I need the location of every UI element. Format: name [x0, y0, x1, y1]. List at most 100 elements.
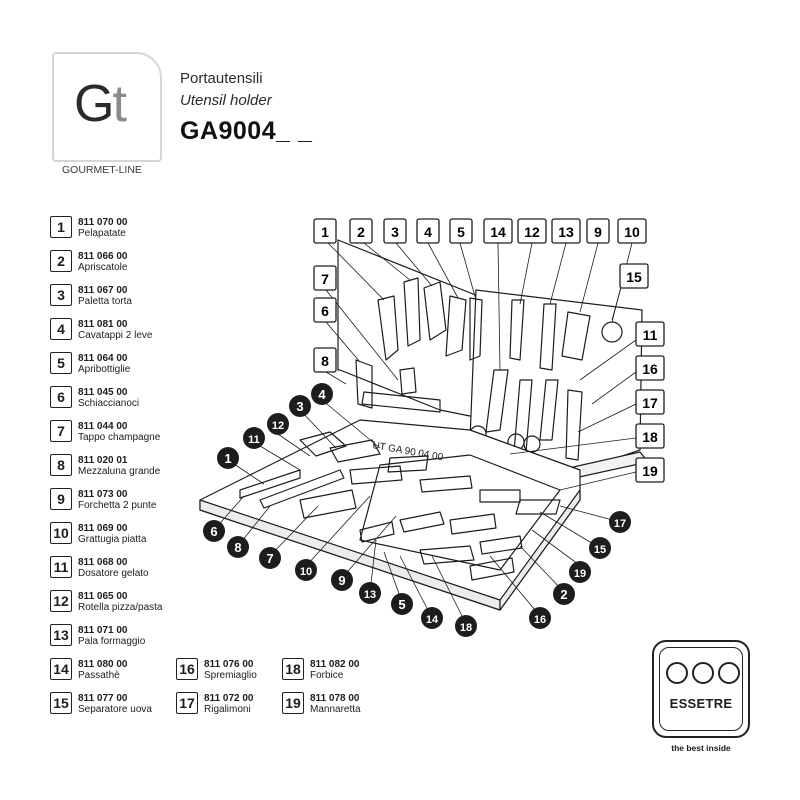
circle-callout-19: 19: [569, 561, 591, 583]
product-title-en: Utensil holder: [180, 92, 272, 109]
svg-text:16: 16: [642, 361, 658, 377]
svg-text:15: 15: [594, 544, 606, 556]
brand-line: GOURMET-LINE: [62, 164, 142, 176]
svg-text:6: 6: [321, 303, 329, 319]
svg-text:19: 19: [574, 568, 586, 580]
svg-text:15: 15: [626, 269, 642, 285]
callout-box-6: 6: [313, 297, 337, 323]
svg-text:19: 19: [642, 463, 658, 479]
lower-circle-callouts: 6 8 7 10 9 13 5 14 18 16 2 19 15 17: [203, 511, 631, 637]
circle-callout-14: 14: [421, 607, 443, 629]
upper-circle-callouts: 4 3 12 11 1: [217, 383, 333, 469]
callout-box-16: 16: [635, 355, 665, 381]
svg-text:7: 7: [321, 271, 329, 287]
svg-text:6: 6: [210, 524, 217, 539]
svg-text:11: 11: [248, 434, 260, 446]
svg-text:13: 13: [558, 224, 574, 240]
circle-callout-10: 10: [295, 559, 317, 581]
circle-callout-6: 6: [203, 520, 225, 542]
svg-text:3: 3: [296, 399, 303, 414]
callout-box-13: 13: [551, 218, 581, 244]
svg-text:17: 17: [614, 518, 626, 530]
svg-text:8: 8: [234, 540, 241, 555]
circle-callout-18: 18: [455, 615, 477, 637]
circle-callout-15: 15: [589, 537, 611, 559]
callout-box-7: 7: [313, 265, 337, 291]
circle-callout-2: 2: [553, 583, 575, 605]
svg-text:14: 14: [426, 614, 439, 626]
circle-callout-17: 17: [609, 511, 631, 533]
svg-text:9: 9: [594, 224, 602, 240]
circle-callout-12: 12: [267, 413, 289, 435]
circle-callout-3: 3: [289, 395, 311, 417]
svg-text:7: 7: [266, 551, 273, 566]
callout-box-9: 9: [586, 218, 610, 244]
callout-box-4: 4: [416, 218, 440, 244]
svg-text:5: 5: [457, 224, 465, 240]
circle-callout-13: 13: [359, 582, 381, 604]
right-callouts: 15 11 16 17 18 19: [619, 263, 665, 483]
circle-callout-11: 11: [243, 427, 265, 449]
callout-box-14: 14: [483, 218, 513, 244]
svg-text:17: 17: [642, 395, 658, 411]
product-code: GA9004_ _: [180, 117, 313, 145]
svg-text:2: 2: [357, 224, 365, 240]
essetre-circles-icon: [666, 662, 740, 684]
svg-text:5: 5: [398, 597, 405, 612]
product-title-it: Portautensili: [180, 70, 263, 87]
essetre-logo-inner-frame: [659, 647, 743, 731]
svg-text:13: 13: [364, 589, 376, 601]
circle-callout-16: 16: [529, 607, 551, 629]
svg-text:4: 4: [424, 224, 432, 240]
essetre-name: ESSETRE: [669, 696, 733, 711]
callout-box-11: 11: [635, 321, 665, 347]
circle-callout-5: 5: [391, 593, 413, 615]
svg-text:11: 11: [643, 327, 658, 343]
callout-box-8: 8: [313, 347, 337, 373]
callout-box-10: 10: [617, 218, 647, 244]
svg-text:4: 4: [318, 387, 326, 402]
svg-text:3: 3: [391, 224, 399, 240]
brand-logo-frame: [52, 52, 162, 162]
essetre-logo: ESSETRE: [652, 640, 750, 738]
circle-callout-7: 7: [259, 547, 281, 569]
svg-text:16: 16: [534, 614, 546, 626]
callout-box-19: 19: [635, 457, 665, 483]
circle-callout-4: 4: [311, 383, 333, 405]
brand-logo: Gt: [74, 75, 127, 133]
circle-callout-1: 1: [217, 447, 239, 469]
circle-callout-9: 9: [331, 569, 353, 591]
svg-text:18: 18: [460, 622, 472, 634]
left-callouts: 7 6 8: [313, 265, 337, 373]
svg-text:14: 14: [490, 224, 506, 240]
callout-box-2: 2: [349, 218, 373, 244]
callout-box-3: 3: [383, 218, 407, 244]
callout-box-1: 1: [313, 218, 337, 244]
svg-text:8: 8: [321, 353, 329, 369]
svg-text:18: 18: [642, 429, 658, 445]
top-callouts: 1 2 3 4 5 14 12 13 9 10: [313, 218, 647, 244]
callout-box-12: 12: [517, 218, 547, 244]
callout-box-5: 5: [449, 218, 473, 244]
callout-box-15: 15: [619, 263, 649, 289]
svg-text:10: 10: [300, 566, 312, 578]
svg-text:10: 10: [624, 224, 640, 240]
